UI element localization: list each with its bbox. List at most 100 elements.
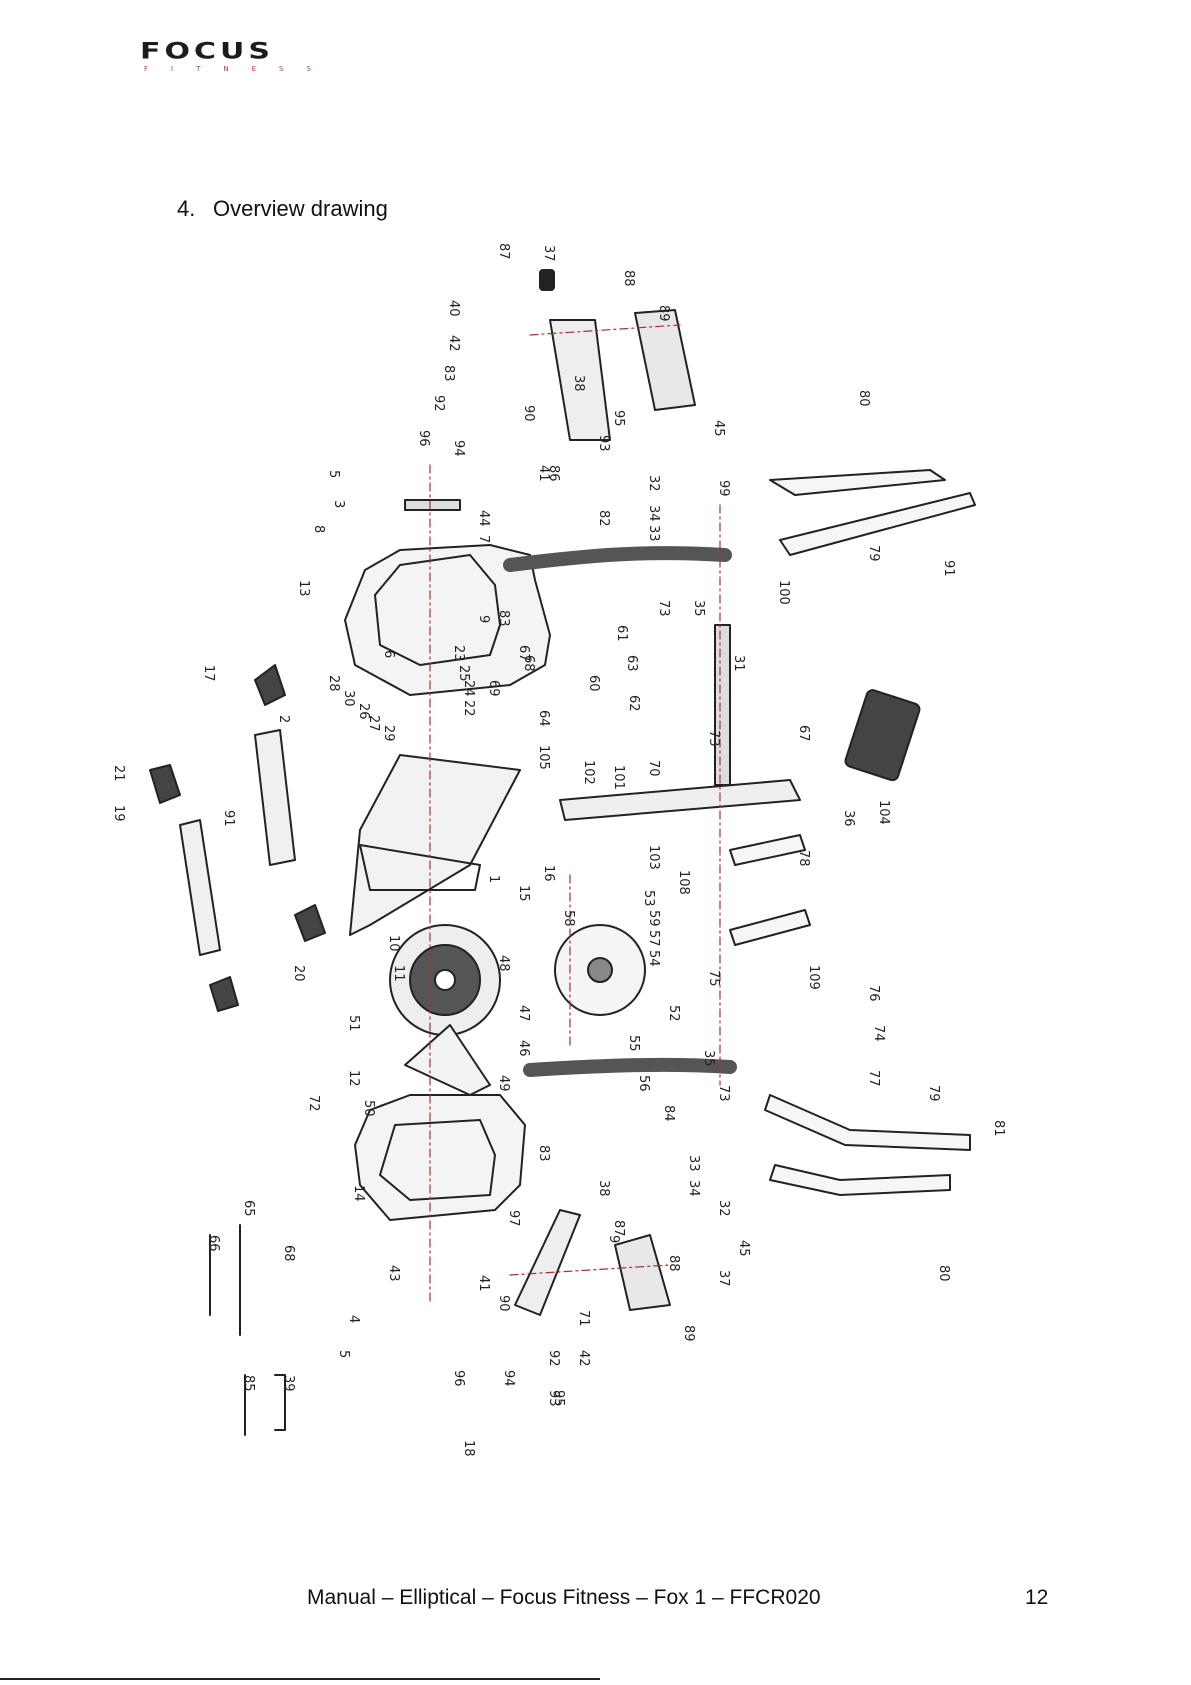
- part-label: 92: [431, 395, 446, 412]
- part-label: 73: [716, 1085, 731, 1102]
- part-label: 37: [541, 245, 556, 262]
- part-label: 61: [614, 625, 629, 642]
- part-label: 33: [646, 525, 661, 542]
- part-label: 31: [731, 655, 746, 672]
- part-label: 87: [611, 1220, 626, 1237]
- part-label: 88: [621, 270, 636, 287]
- part-label: 99: [716, 480, 731, 497]
- part-label: 5: [336, 1350, 351, 1358]
- logo-subtext: FITNESS: [144, 65, 334, 73]
- part-label: 27: [366, 715, 381, 732]
- rear-stabilizer: [254, 729, 296, 866]
- part-label: 40: [446, 300, 461, 317]
- main-frame: [349, 754, 521, 936]
- pedal-arm-lower: [514, 1209, 581, 1316]
- pedal-arm-upper: [549, 319, 611, 441]
- part-label: 57: [646, 930, 661, 947]
- part-label: 105: [536, 745, 551, 770]
- part-label: 23: [451, 645, 466, 662]
- part-label: 104: [876, 800, 891, 825]
- handlebar-upper-2: [779, 492, 976, 556]
- part-label: 36: [841, 810, 856, 827]
- part-label: 19: [111, 805, 126, 822]
- logo-wordmark: FOCUS: [140, 38, 274, 65]
- part-label: 94: [451, 440, 466, 457]
- part-label: 88: [666, 1255, 681, 1272]
- part-label: 29: [381, 725, 396, 742]
- part-label: 67: [796, 725, 811, 742]
- section-title: Overview drawing: [213, 196, 388, 221]
- part-label: 94: [501, 1370, 516, 1387]
- end-cap-20: [209, 976, 239, 1012]
- console-unit: [844, 689, 921, 782]
- part-label: 86: [546, 465, 561, 482]
- part-label: 68: [521, 655, 536, 672]
- page-footer: Manual – Elliptical – Focus Fitness – Fo…: [0, 1586, 1191, 1616]
- part-label: 80: [936, 1265, 951, 1282]
- part-label: 60: [586, 675, 601, 692]
- allen-key: [274, 1374, 286, 1431]
- part-label: 84: [661, 1105, 676, 1122]
- part-label: 77: [866, 1070, 881, 1087]
- part-label: 87: [496, 243, 511, 260]
- part-label: 13: [296, 580, 311, 597]
- part-label: 78: [796, 850, 811, 867]
- part-label: 96: [451, 1370, 466, 1387]
- part-label: 80: [856, 390, 871, 407]
- part-label: 85: [241, 1375, 256, 1392]
- focus-fitness-logo: FOCUS FITNESS: [140, 38, 336, 78]
- part-label: 38: [596, 1180, 611, 1197]
- part-label: 8: [311, 525, 326, 533]
- part-label: 97: [506, 1210, 521, 1227]
- part-label: 24: [461, 680, 476, 697]
- part-label: 45: [711, 420, 726, 437]
- part-label: 89: [681, 1325, 696, 1342]
- part-label: 53: [641, 890, 656, 907]
- part-label: 14: [351, 1185, 366, 1202]
- part-label: 58: [561, 910, 576, 927]
- part-label: 92: [546, 1350, 561, 1367]
- part-label: 7: [476, 535, 491, 543]
- part-label: 93: [546, 1390, 561, 1407]
- footer-title: Manual – Elliptical – Focus Fitness – Fo…: [307, 1586, 821, 1609]
- part-label: 3: [331, 500, 346, 508]
- bottom-rule: [0, 1678, 600, 1680]
- part-label: 35: [701, 1050, 716, 1067]
- part-label: 79: [866, 545, 881, 562]
- section-number: 4.: [177, 196, 196, 221]
- part-label: 83: [536, 1145, 551, 1162]
- part-label: 22: [461, 700, 476, 717]
- part-label: 83: [441, 365, 456, 382]
- page-number: 12: [1025, 1586, 1049, 1609]
- part-label: 65: [241, 1200, 256, 1217]
- handlebar-lower-1: [764, 1094, 971, 1151]
- part-label: 52: [666, 1005, 681, 1022]
- part-label: 103: [646, 845, 661, 870]
- part-label: 102: [581, 760, 596, 785]
- part-label: 51: [346, 1015, 361, 1032]
- part-label: 46: [516, 1040, 531, 1057]
- part-label: 49: [496, 1075, 511, 1092]
- part-label: 70: [646, 760, 661, 777]
- part-label: 74: [871, 1025, 886, 1042]
- part-label: 45: [736, 1240, 751, 1257]
- part-label: 109: [806, 965, 821, 990]
- part-label: 11: [391, 965, 406, 982]
- moving-handle-2: [729, 909, 811, 946]
- part-label: 69: [486, 680, 501, 697]
- moving-handle: [729, 834, 806, 866]
- part-label: 76: [866, 985, 881, 1002]
- part-label: 75: [706, 970, 721, 987]
- part-label: 32: [716, 1200, 731, 1217]
- part-label: 64: [536, 710, 551, 727]
- part-label: 62: [626, 695, 641, 712]
- part-label: 16: [541, 865, 556, 882]
- part-label: 100: [776, 580, 791, 605]
- part-label: 41: [476, 1275, 491, 1292]
- part-label: 59: [646, 910, 661, 927]
- part-label: 5: [326, 470, 341, 478]
- pedal-upper: [634, 309, 696, 411]
- part-label: 28: [326, 675, 341, 692]
- part-label: 35: [691, 600, 706, 617]
- part-label: 48: [496, 955, 511, 972]
